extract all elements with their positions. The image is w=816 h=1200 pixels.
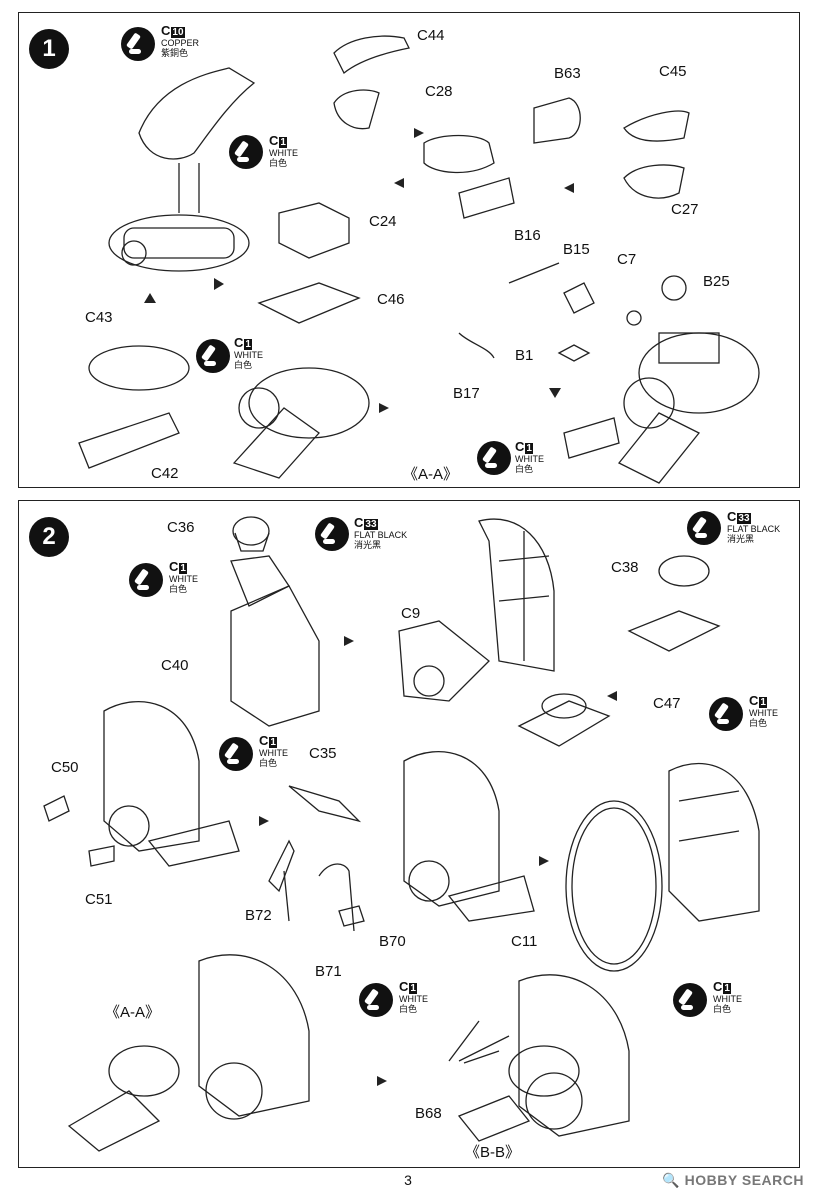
paint-brush-icon <box>673 983 707 1017</box>
view-label: 《B-B》 <box>465 1144 521 1161</box>
part-label: C24 <box>369 213 397 230</box>
step-2-badge: 2 <box>29 517 69 557</box>
part-label: C51 <box>85 891 113 908</box>
paint-brush-icon <box>359 983 393 1017</box>
part-label: B68 <box>415 1105 442 1122</box>
paint-brush-icon <box>219 737 253 771</box>
paint-brush-icon <box>477 441 511 475</box>
paint-brush-icon <box>315 517 349 551</box>
part-label: B16 <box>514 227 541 244</box>
watermark-logo: 🔍 HOBBY SEARCH <box>662 1172 804 1188</box>
part-label: B15 <box>563 241 590 258</box>
part-label: C40 <box>161 657 189 674</box>
part-label: C47 <box>653 695 681 712</box>
part-label: C35 <box>309 745 337 762</box>
part-label: C46 <box>377 291 405 308</box>
step-1-illustration <box>78 35 760 484</box>
part-label: B71 <box>315 963 342 980</box>
page-number: 3 <box>404 1172 412 1188</box>
paint-brush-icon <box>229 135 263 169</box>
part-label: B63 <box>554 65 581 82</box>
part-label: B72 <box>245 907 272 924</box>
step-1-badge: 1 <box>29 29 69 69</box>
paint-brush-icon <box>196 339 230 373</box>
view-label: 《A-A》 <box>105 1004 161 1021</box>
paint-brush-icon <box>129 563 163 597</box>
part-label: C27 <box>671 201 699 218</box>
paint-brush-icon <box>687 511 721 545</box>
paint-brush-icon <box>709 697 743 731</box>
part-label: C44 <box>417 27 445 44</box>
view-label: 《A-A》 <box>403 466 459 483</box>
part-label: C45 <box>659 63 687 80</box>
step-2-illustration <box>43 516 760 1152</box>
part-label: B17 <box>453 385 480 402</box>
part-label: C11 <box>511 933 538 950</box>
part-label: C9 <box>401 605 421 622</box>
part-label: C50 <box>51 759 79 776</box>
part-label: C7 <box>617 251 637 268</box>
part-label: C42 <box>151 465 179 482</box>
part-label: C43 <box>85 309 113 326</box>
paint-brush-icon <box>121 27 155 61</box>
part-label: B70 <box>379 933 406 950</box>
part-label: B1 <box>515 347 534 364</box>
part-label: C36 <box>167 519 195 536</box>
part-label: C38 <box>611 559 639 576</box>
part-label: C28 <box>425 83 453 100</box>
part-label: B25 <box>703 273 730 290</box>
